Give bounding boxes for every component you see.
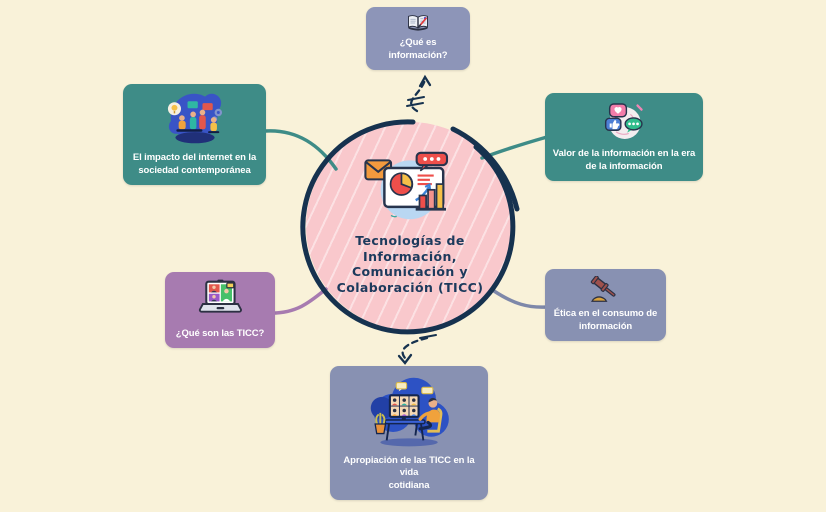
central-title-line: Colaboración (TICC) — [336, 279, 484, 295]
node-label: ¿Qué es información? — [388, 37, 448, 61]
social-message-bubbles-icon — [604, 103, 643, 140]
central-topic-node[interactable]: Tecnologías de Información, Comunicación… — [306, 122, 514, 330]
edge-left — [270, 287, 328, 315]
node-impacto-internet[interactable]: El impacto del internet en la sociedad c… — [123, 84, 266, 185]
node-etica-consumo[interactable]: Ética en el consumo de información — [545, 269, 666, 341]
remote-work-illustration — [370, 377, 449, 447]
team-collaboration-illustration — [167, 93, 222, 144]
edge-right — [492, 289, 549, 309]
node-label: ¿Qué son las TICC? — [175, 327, 265, 339]
node-label: El impacto del internet en la sociedad c… — [132, 152, 257, 176]
edge-top-dashed — [410, 78, 427, 113]
edge-top-arrowhead — [418, 74, 432, 88]
node-label: Valor de la información en la era de la … — [552, 148, 696, 172]
gavel-icon — [590, 276, 616, 302]
laptop-video-call-icon — [198, 279, 242, 313]
edge-bottom-hatch — [418, 328, 437, 339]
node-que-es-informacion[interactable]: ¿Qué es información? — [366, 7, 470, 70]
node-label: Apropiación de las TICC en la vida cotid… — [343, 454, 475, 491]
presentation-charts-icon — [364, 151, 449, 220]
central-topic-title: Tecnologías de Información, Comunicación… — [337, 233, 484, 295]
edge-top-right — [480, 135, 549, 160]
open-book-pen-icon — [408, 15, 428, 31]
edge-bottom-dashed — [401, 336, 429, 362]
central-title-line: Comunicación y — [351, 264, 468, 279]
node-valor-informacion[interactable]: Valor de la información en la era de la … — [545, 93, 703, 181]
node-que-son-ticc[interactable]: ¿Qué son las TICC? — [165, 272, 275, 348]
central-title-line: Tecnologías de — [355, 233, 465, 248]
edge-top-hatch — [406, 96, 425, 107]
node-apropiacion-ticc[interactable]: Apropiación de las TICC en la vida cotid… — [330, 366, 488, 500]
edge-bottom-arrowhead — [397, 353, 413, 365]
central-title-line: Información, — [363, 248, 457, 264]
node-label: Ética en el consumo de información — [553, 308, 658, 332]
